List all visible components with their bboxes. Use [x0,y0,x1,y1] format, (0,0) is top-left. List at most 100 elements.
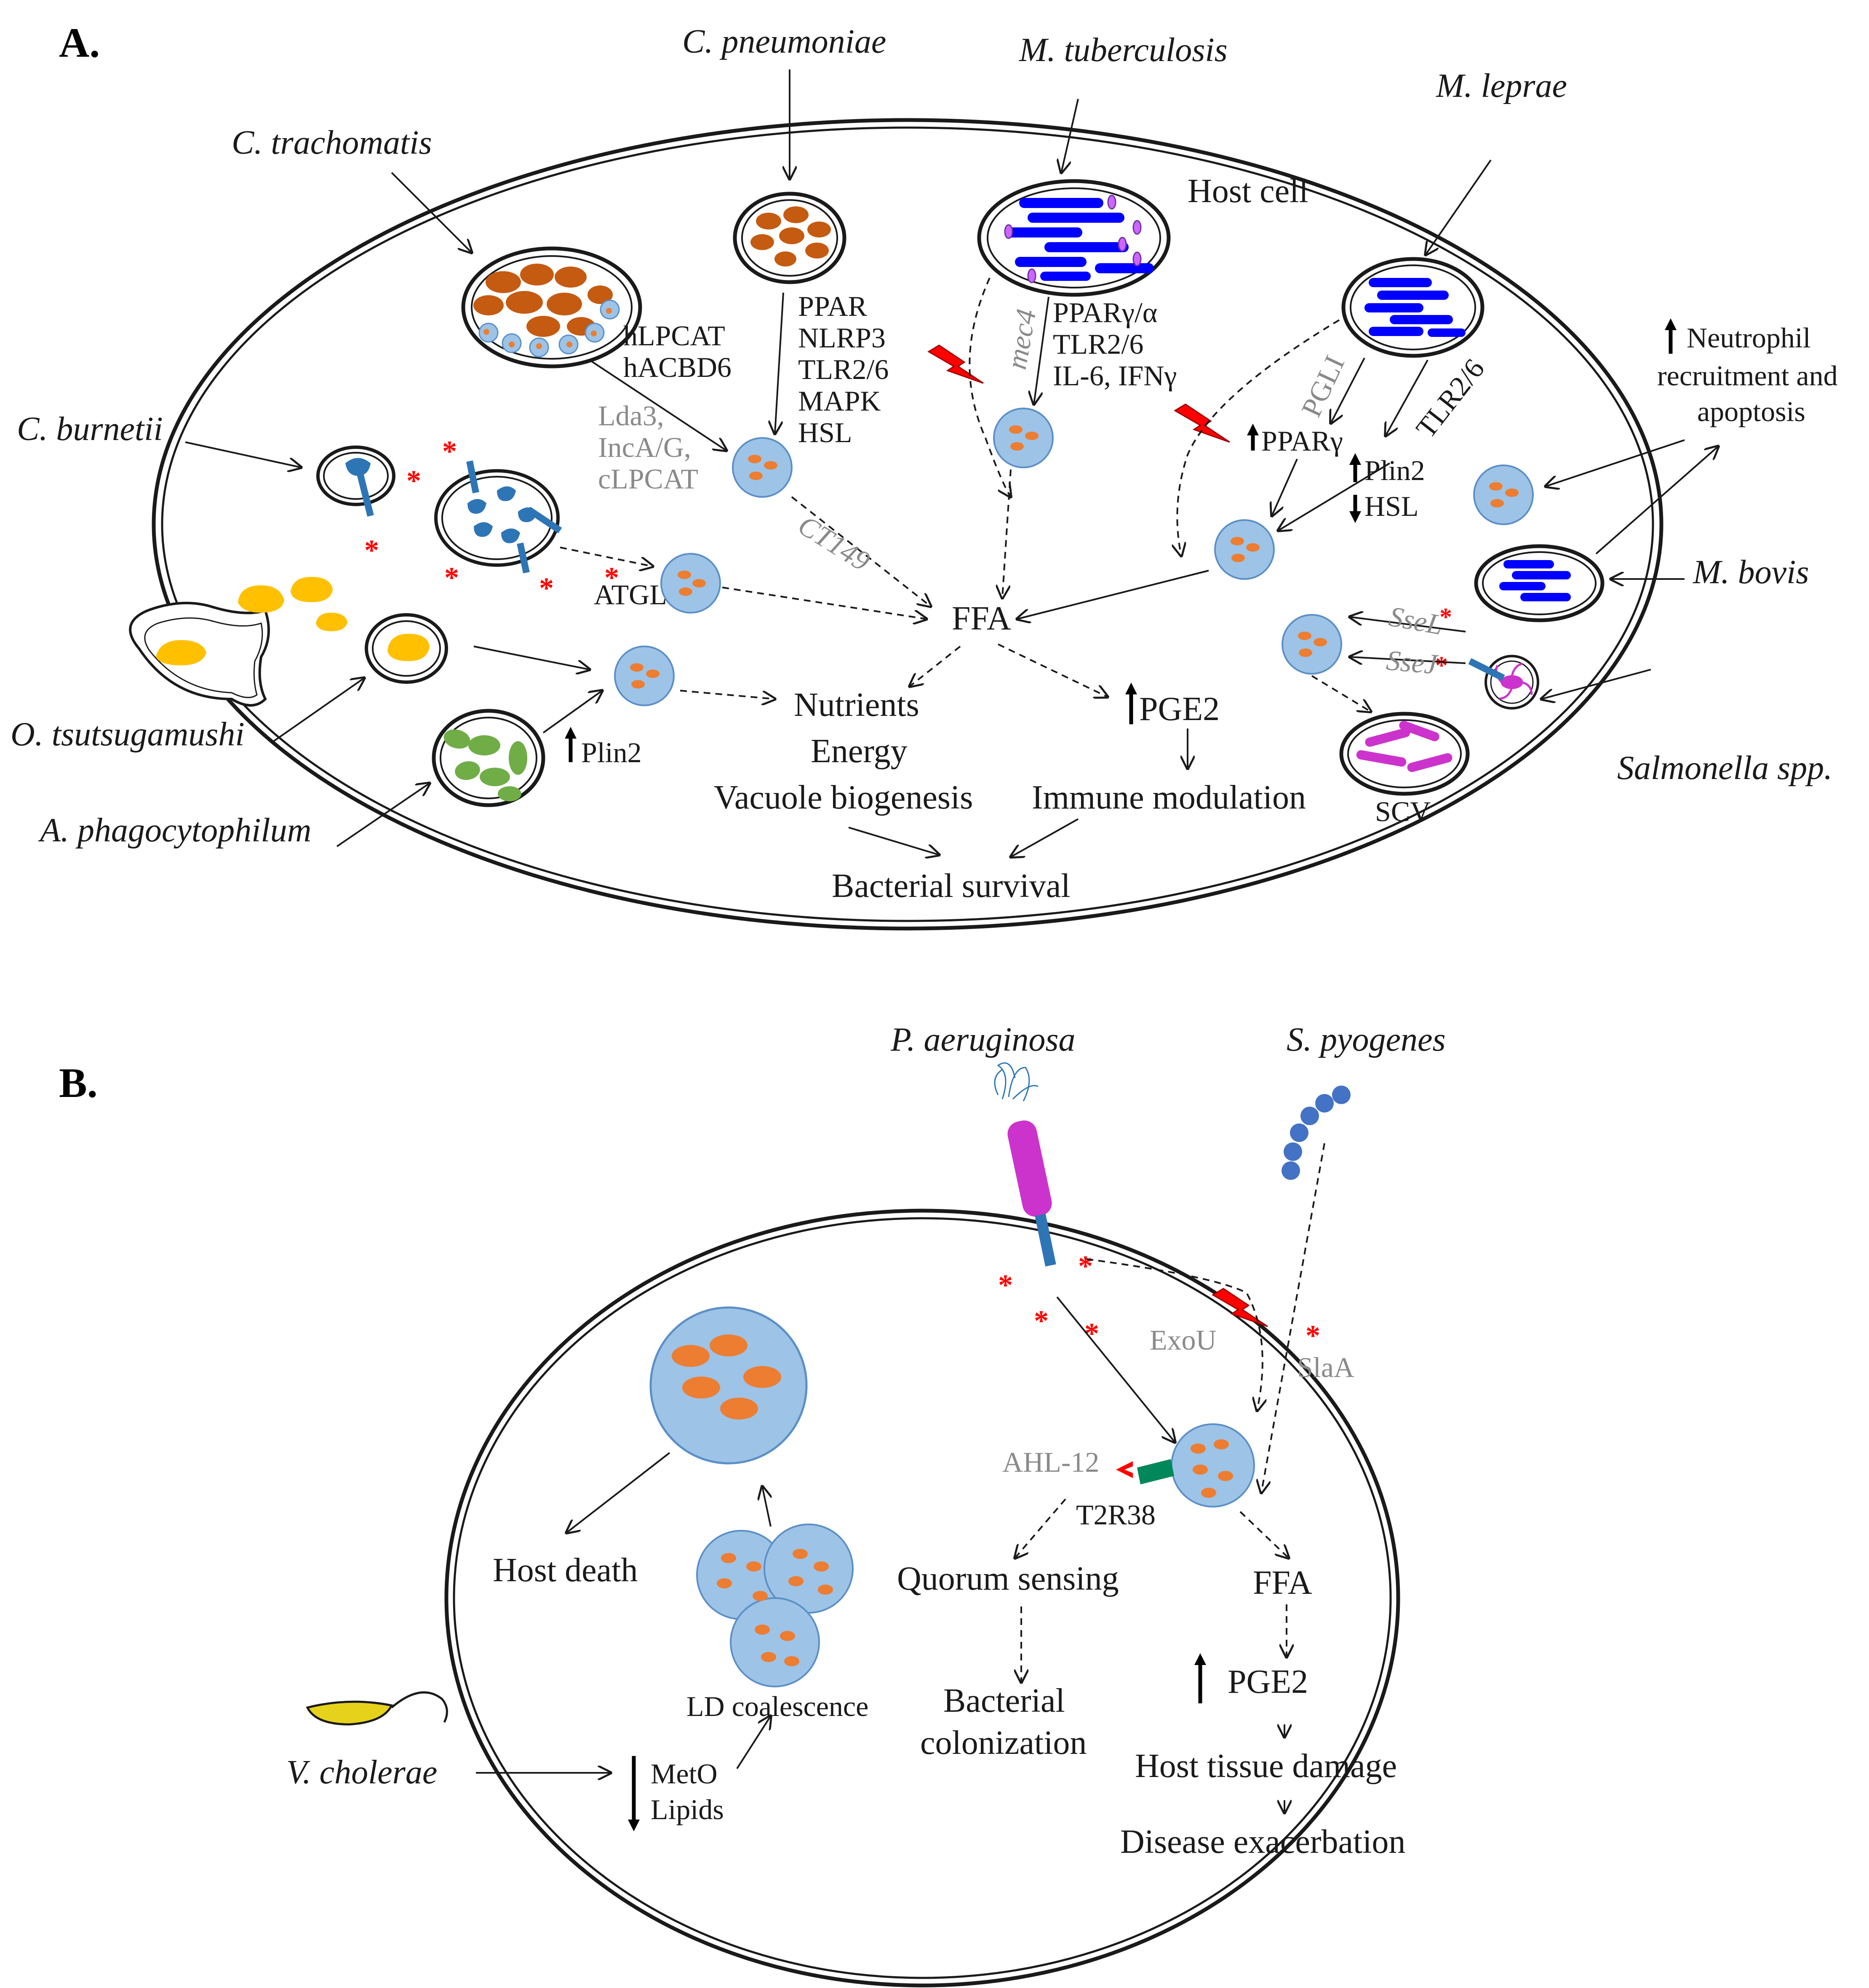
host-cell-label: Host cell [1188,173,1308,210]
label-ffa-b: FFA [1253,1564,1312,1601]
label-quorum-sensing: Quorum sensing [897,1560,1119,1597]
salmonella-label: Salmonella spp. [1617,750,1832,787]
c-trachomatis-label: C. trachomatis [232,124,432,161]
label-inca: IncA/G, [598,431,691,463]
m-tuberculosis-vacuole [977,179,1171,297]
label-vacuole-biogenesis: Vacuole biogenesis [714,779,973,816]
s-pyogenes-label: S. pyogenes [1287,1021,1446,1058]
label-exou: ExoU [1150,1324,1217,1356]
label-immune-modulation: Immune modulation [1032,779,1306,816]
c-pneumoniae-inclusion [733,192,846,284]
m-leprae-label: M. leprae [1436,67,1567,104]
o-tsutsugamushi-budding [129,577,347,707]
panel-a-trend-arrows [565,318,1677,762]
lipid-droplet-ctrach [732,437,793,498]
label-hacbd6: hACBD6 [623,351,732,383]
label-hsl-down: HSL [1364,490,1418,522]
label-mapk: MAPK [798,385,881,417]
label-mec4: mec4 [1000,307,1042,372]
m-tuberculosis-label: M. tuberculosis [1019,32,1228,69]
host-cell-b-membrane-inner [453,1217,1392,1979]
label-neutrophil-2: recruitment and [1657,360,1838,392]
label-bacterial-colonization-1: Bacterial [943,1682,1065,1719]
lipid-droplet-salmonella [1282,614,1342,675]
svg-text:*: * [1034,1305,1049,1337]
label-ffa: FFA [952,600,1011,637]
label-nutrients: Nutrients [794,686,919,723]
label-ahl12: AHL-12 [1002,1446,1099,1478]
label-clpcat: cLPCAT [598,463,698,495]
lipid-droplet-b-main [1171,1423,1255,1508]
lipid-droplet-mleprae [1214,519,1275,580]
lipid-droplet-mbovis [1473,464,1534,525]
lipid-droplet-mtb [993,408,1054,468]
label-t2r38: T2R38 [1076,1499,1156,1531]
svg-text:*: * [444,562,459,594]
lightning-bolt-icon [927,344,984,384]
svg-text:*: * [998,1269,1013,1302]
salmonella-effector-stars: ** [1435,603,1452,679]
svg-text:*: * [364,534,379,567]
panel-a-dashed-arrows [560,278,1371,712]
label-meto: MetO [651,1758,718,1790]
label-host-tissue-damage: Host tissue damage [1135,1748,1397,1785]
c-trachomatis-inclusion [461,246,642,368]
s-pyogenes-chain [1282,1086,1351,1180]
host-cell-membrane-inner [161,126,1654,922]
label-ppar-gamma: PPARγ [1261,425,1343,457]
host-cell-membrane-outer [152,118,1663,931]
label-ppar-ga: PPARγ/α [1053,296,1157,328]
c-burnetii-effector-stars: *** *** [364,435,619,605]
m-leprae-vacuole [1341,257,1485,358]
label-neutrophil-3: apoptosis [1697,395,1805,427]
c-burnetii-vacuole-small [316,446,395,517]
panel-b-effector-stars: *** ** [998,1250,1320,1352]
lightning-bolt-icon [1212,1288,1268,1327]
a-phagocytophilum-vacuole [432,709,545,807]
salmonella-entering [1468,655,1539,710]
o-tsutsugamushi-label: O. tsutsugamushi [11,716,245,753]
label-bacterial-survival: Bacterial survival [832,867,1070,905]
panel-b-solid-arrows [476,1296,1284,1813]
p-aeruginosa-label: P. aeruginosa [890,1021,1076,1058]
v-cholerae-label: V. cholerae [286,1754,437,1791]
c-pneumoniae-label: C. pneumoniae [682,23,886,60]
label-plin2-up: Plin2 [1364,454,1425,486]
label-hlpcat: hLPCAT [623,320,725,352]
o-tsutsugamushi-vacuole [365,613,448,684]
label-il6-ifng: IL-6, IFNγ [1053,360,1177,392]
a-phagocytophilum-label: A. phagocytophilum [38,812,311,849]
label-ct149: CT149 [793,509,876,577]
label-ld-coalescence: LD coalescence [686,1690,868,1722]
label-pge2-b: PGE2 [1228,1663,1308,1700]
svg-text:*: * [406,465,421,497]
t2r38-receptor [1116,1459,1174,1484]
svg-text:*: * [1435,651,1448,679]
lipid-droplet-coalescence [696,1524,854,1687]
panel-b-letter: B. [59,1059,98,1106]
c-burnetii-label: C. burnetii [17,411,163,448]
label-plin2-aph: Plin2 [581,736,642,769]
svg-text:*: * [1306,1320,1320,1352]
v-cholerae-bacterium [306,1691,448,1726]
label-tlr26: TLR2/6 [798,353,889,385]
label-slaa: SlaA [1297,1351,1354,1383]
svg-text:*: * [604,562,619,594]
label-tlr26-mtb: TLR2/6 [1053,328,1143,360]
label-hsl: HSL [798,416,852,448]
label-lda3: Lda3, [598,400,664,432]
label-tlr26-mleprae: TLR2/6 [1410,353,1490,444]
label-atgl: ATGL [594,579,667,611]
panel-b-trend-arrows [628,1653,1206,1831]
label-nlrp3: NLRP3 [798,322,886,354]
svg-text:*: * [1439,603,1452,631]
m-bovis-vacuole [1474,544,1605,622]
scv [1339,712,1470,796]
label-ssel: SseL [1386,600,1445,641]
label-scv: SCV [1375,795,1431,827]
label-neutrophil-1: Neutrophil [1687,322,1811,354]
label-pgl1: PGLI [1295,350,1351,422]
host-cell-b-membrane-outer [444,1209,1400,1988]
label-ssej: SseJ [1385,644,1440,680]
